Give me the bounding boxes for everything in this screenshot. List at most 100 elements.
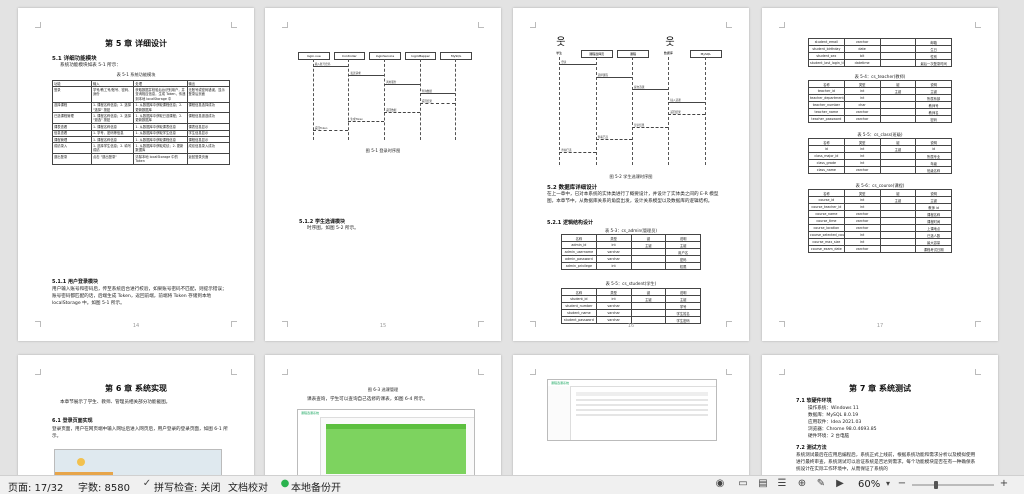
table-cell: datetime [843, 59, 881, 67]
zoom-slider[interactable] [912, 481, 994, 489]
table-cell: student_name [561, 309, 597, 317]
schedule-grid [326, 424, 466, 474]
table-cell: 课程考试日期 [915, 245, 952, 253]
actor-icon: 웃 [665, 37, 675, 48]
spellcheck-icon[interactable]: ✓ [142, 478, 152, 489]
function-table: 功能输入处理输出登录学号/教工号/账号、密码、身份获取数据并校验后台识别用户，并… [52, 79, 230, 166]
layout-view-icon[interactable]: ▤ [758, 478, 768, 489]
message-label: 返回结果 [421, 99, 432, 103]
subsection-heading: 5.1.2 学生选课模块 [299, 219, 345, 225]
proofread-button[interactable]: 文档校对 [228, 483, 268, 494]
zoom-in-icon[interactable]: + [999, 478, 1009, 489]
env-item: 浏览器：Chrome 98.0.4693.85 [808, 427, 877, 432]
table-cell [879, 38, 917, 46]
message-arrow [348, 120, 384, 122]
page-view-icon[interactable]: ▭ [738, 478, 748, 489]
read-mode-icon[interactable]: ✎ [816, 478, 826, 489]
table-header-cell: 名称 [561, 288, 597, 296]
table-cell: admin_privilege [561, 262, 597, 270]
table-header-cell: 类型 [595, 234, 632, 242]
page-indicator[interactable]: 页面: 17/32 [8, 483, 64, 494]
table-header-cell: 名称 [561, 234, 597, 242]
table-cell: 成绩信息录入成功 [186, 142, 230, 155]
table-cell: 年级 [915, 159, 952, 167]
backup-status[interactable]: 本地备份开 [291, 483, 341, 494]
table-cell [879, 115, 917, 123]
zoom-slider-handle[interactable] [934, 481, 938, 489]
table-cell: id [808, 145, 845, 153]
page-14: 第 5 章 详细设计 5.1 详细功能模块 系统功能模块如表 5-1 所示： 表… [18, 8, 254, 341]
paragraph: 在上一章中，已对本系统的实体类进行了概要设计，并设计了实体类之间的 E-R 模型… [547, 192, 719, 204]
table-cell [879, 108, 917, 116]
table-header-row: 名称类型键说明 [561, 234, 701, 242]
table-header-row: 名称类型键说明 [808, 80, 952, 88]
page-20: 课程选课系统 [513, 355, 749, 475]
cloud-backup-icon[interactable]: ● [280, 478, 290, 489]
table-cell: 教师 id [915, 203, 952, 211]
table-cell: varchar [843, 245, 881, 253]
table-row: 登录学号/教工号/账号、密码、身份获取数据并校验后台识别用户，并查询相应信息，生… [52, 86, 230, 103]
table-cell: 主键 [665, 295, 701, 303]
lifeline [595, 57, 597, 165]
web-view-icon[interactable]: ⊕ [797, 478, 807, 489]
lifeline [632, 57, 633, 165]
paragraph: 系统测试最后在应用后编程后，系统正式上线前，根据系统功能和需求分析以及模拟使用进… [796, 453, 976, 472]
message-arrow [559, 64, 596, 65]
table-cell: 学号/教工号/账号、密码、身份 [90, 86, 135, 103]
document-canvas[interactable]: 第 5 章 详细设计 5.1 详细功能模块 系统功能模块如表 5-1 所示： 表… [0, 0, 1024, 475]
subsection-heading: 5.2.1 逻辑结构设计 [547, 220, 593, 226]
table-cell: 所属系部 [915, 94, 952, 102]
table-header-row: 名称类型键说明 [808, 189, 952, 197]
table-cell: 学生姓名 [665, 309, 701, 317]
table-cell: varchar [843, 115, 881, 123]
message-label: 生成Token [350, 117, 363, 121]
table-cell [879, 159, 917, 167]
message-label: 选择课程 [597, 73, 608, 77]
message-label: 查询已选 [561, 148, 572, 152]
message-label: 返回数据 [386, 108, 397, 112]
spellcheck-toggle[interactable]: 拼写检查: 关闭 [154, 483, 221, 494]
table-cell: 上课地点 [915, 224, 952, 232]
table-cell: 点击 "退出登录" [90, 153, 135, 166]
outline-view-icon[interactable]: ☰ [777, 478, 787, 489]
table-caption: 表 5-1 系统功能模块 [116, 72, 156, 77]
table-cell [879, 59, 917, 67]
lifeline [419, 59, 421, 140]
lifeline [704, 57, 706, 165]
page-number: 14 [132, 323, 140, 329]
table-cell: 1. 课程名称信息 [90, 123, 135, 131]
actor-icon: 웃 [556, 37, 566, 48]
zoom-level[interactable]: 60% [858, 479, 881, 490]
table-header-cell: 名称 [808, 189, 845, 197]
table-cell: admin_id [561, 241, 597, 249]
word-count[interactable]: 字数: 8580 [78, 483, 130, 494]
table-cell: varchar [843, 217, 881, 225]
message-label: 输入账号密码 [314, 63, 331, 66]
zoom-dropdown-icon[interactable]: ▾ [885, 479, 890, 488]
table-cell: 主键 [630, 295, 667, 303]
zoom-out-icon[interactable]: − [897, 478, 907, 489]
table-cell: student_birthday [808, 45, 845, 53]
page-19: 图 6-3 选课管理 课表查询，学生可以查询自己选修的课表，如图 6-4 所示。… [265, 355, 501, 475]
table-cell: 主键 [915, 87, 952, 95]
login-page-screenshot [54, 449, 222, 475]
table-cell: 学生信息显示 [186, 129, 230, 138]
table-header-cell: 说明 [915, 138, 952, 146]
play-icon[interactable]: ▶ [836, 478, 844, 489]
table-cell: int [843, 203, 881, 211]
table-cell: 1. 从数据库中获取课表信息 [133, 123, 188, 131]
eye-protect-icon[interactable]: ◉ [715, 478, 725, 489]
message-label: 登录 [561, 61, 567, 64]
table-cell: bit [843, 52, 881, 60]
